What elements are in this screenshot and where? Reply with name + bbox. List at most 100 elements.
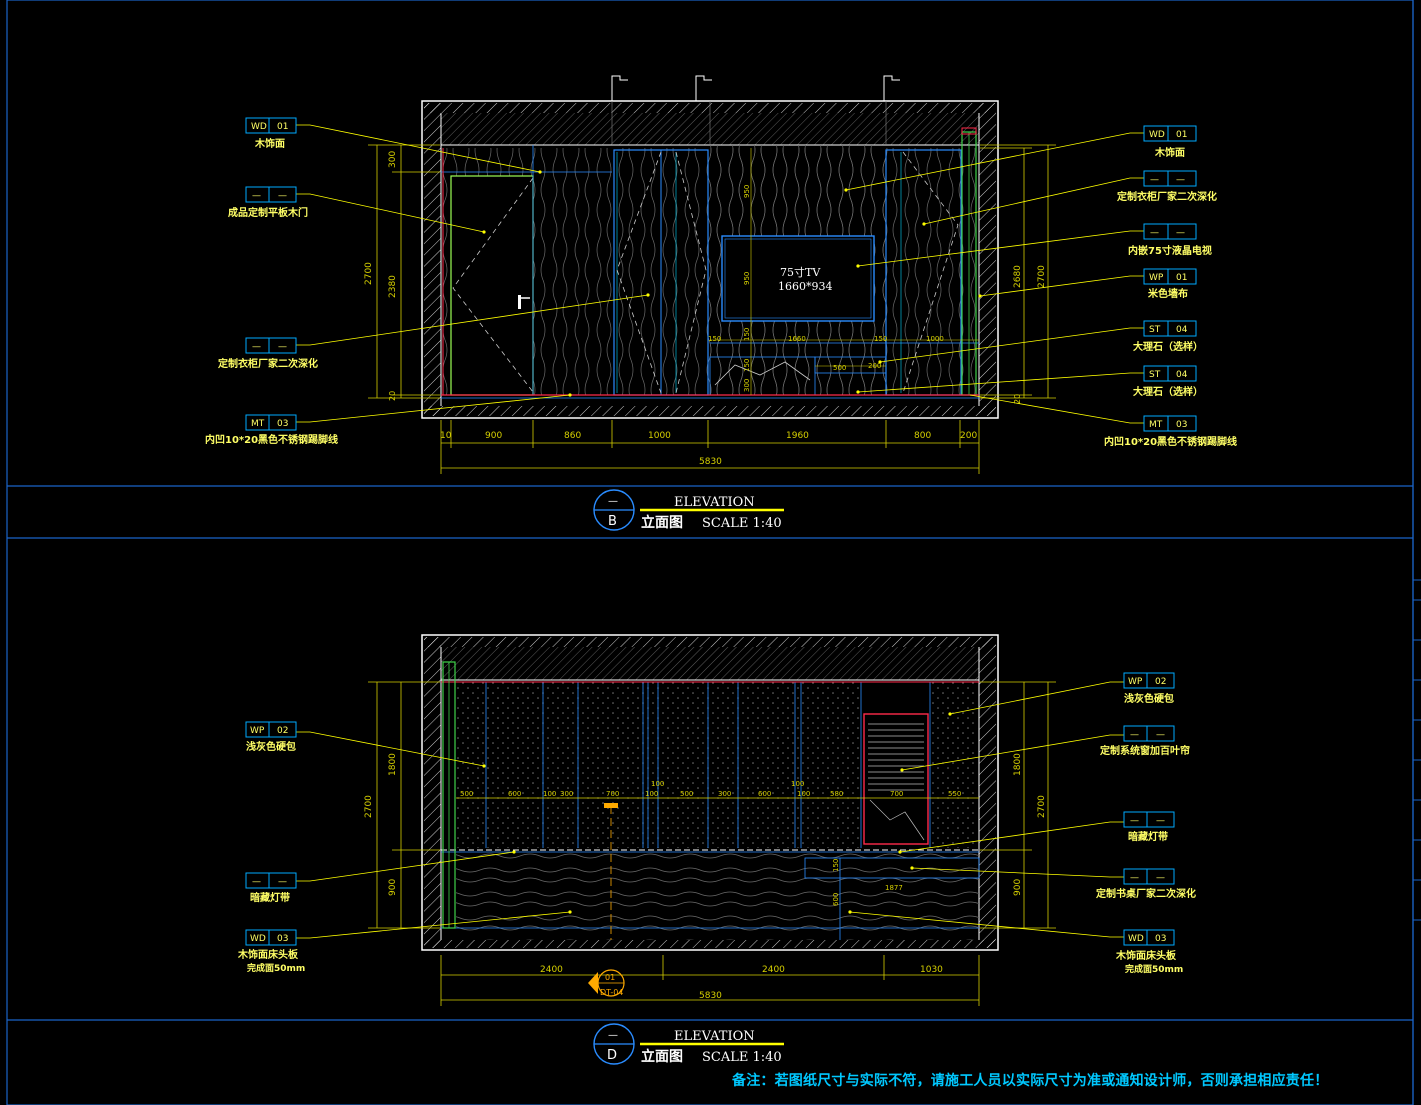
svg-text:—: — <box>1156 873 1165 883</box>
callout-label: 木饰面床头板 <box>237 948 299 961</box>
svg-text:—: — <box>1130 816 1139 826</box>
svg-text:—: — <box>1150 228 1159 238</box>
svg-text:900: 900 <box>388 879 398 896</box>
svg-text:150: 150 <box>874 335 887 343</box>
svg-text:500: 500 <box>460 790 473 798</box>
elevation-b-left-dims <box>368 144 440 399</box>
svg-text:03: 03 <box>1155 934 1166 944</box>
tv-title: 75寸TV <box>780 265 821 279</box>
svg-text:200: 200 <box>868 362 881 370</box>
svg-text:900: 900 <box>485 431 502 441</box>
callout-label: 木饰面 <box>254 137 285 150</box>
elevation-b-letter: B <box>608 514 617 529</box>
disclaimer-note: 备注：若图纸尺寸与实际不符，请施工人员以实际尺寸为准或通知设计师，否则承担相应责… <box>732 1073 1329 1089</box>
callout-label: 定制系统窗加百叶帘 <box>1100 744 1190 757</box>
svg-text:—: — <box>1156 816 1165 826</box>
callout-label: 米色墙布 <box>1148 287 1188 300</box>
elevation-d-left-dims <box>368 681 440 929</box>
svg-text:1000: 1000 <box>648 431 671 441</box>
callout-label: 成品定制平板木门 <box>228 206 308 219</box>
svg-text:—: — <box>608 496 618 507</box>
svg-text:200: 200 <box>960 431 977 441</box>
callout-tag: — — 暗藏灯带 <box>1123 811 1175 843</box>
upholstered-wall <box>456 682 861 848</box>
elevation-b-title: — B ELEVATION 立面图 SCALE 1:40 <box>593 489 784 531</box>
svg-text:580: 580 <box>830 790 843 798</box>
elevation-d-total-dim: 5830 <box>699 991 722 1001</box>
svg-text:800: 800 <box>914 431 931 441</box>
svg-text:WP: WP <box>1128 677 1143 687</box>
svg-text:100: 100 <box>791 780 804 788</box>
desk <box>804 857 980 879</box>
svg-text:03: 03 <box>1176 420 1187 430</box>
callout-tag: —— 成品定制平板木门 <box>228 186 308 219</box>
callout-label: 暗藏灯带 <box>1128 830 1168 843</box>
section-tag: 01 DT-04 <box>588 969 625 997</box>
callout-tag: —— 定制书桌厂家二次深化 <box>1096 868 1196 900</box>
svg-text:700: 700 <box>606 790 619 798</box>
svg-text:150: 150 <box>832 859 840 872</box>
svg-text:WD: WD <box>1149 130 1165 140</box>
callout-label: 定制衣柜厂家二次深化 <box>1117 190 1217 203</box>
callout-label: 浅灰色硬包 <box>246 740 296 753</box>
svg-text:02: 02 <box>277 726 288 736</box>
svg-text:950: 950 <box>743 185 751 198</box>
svg-text:—: — <box>278 191 287 201</box>
svg-text:1660: 1660 <box>788 335 806 343</box>
elevation-d-right-leaders <box>849 681 1124 938</box>
svg-text:01: 01 <box>605 973 615 982</box>
svg-text:02: 02 <box>1155 677 1166 687</box>
callout-label: 暗藏灯带 <box>250 891 290 904</box>
svg-text:—: — <box>1150 175 1159 185</box>
elevation-b-cn-title: 立面图 <box>641 514 683 531</box>
svg-text:10: 10 <box>440 431 452 441</box>
svg-text:WD: WD <box>251 122 267 132</box>
svg-text:1800: 1800 <box>388 753 398 776</box>
callout-tag: — — 内嵌75寸液晶电视 <box>1128 223 1212 257</box>
svg-text:2700: 2700 <box>1037 795 1047 818</box>
svg-text:—: — <box>278 877 287 887</box>
svg-text:300: 300 <box>743 379 751 392</box>
callout-label: 内嵌75寸液晶电视 <box>1128 244 1212 257</box>
svg-text:150: 150 <box>743 359 751 372</box>
svg-text:600: 600 <box>832 893 840 906</box>
elevation-d-heading: ELEVATION <box>674 1029 755 1044</box>
svg-text:900: 900 <box>1013 879 1023 896</box>
svg-text:04: 04 <box>1176 325 1188 335</box>
svg-text:2700: 2700 <box>364 262 374 285</box>
svg-text:WD: WD <box>250 934 266 944</box>
svg-text:20: 20 <box>388 391 397 401</box>
callout-label: 木饰面床头板 <box>1115 949 1177 962</box>
svg-text:500: 500 <box>680 790 693 798</box>
svg-text:550: 550 <box>948 790 961 798</box>
elevation-b-left-leaders <box>296 124 649 423</box>
svg-text:01: 01 <box>1176 273 1187 283</box>
svg-text:100: 100 <box>543 790 556 798</box>
elevation-d-letter: D <box>607 1048 617 1063</box>
svg-text:—: — <box>1130 730 1139 740</box>
svg-text:—: — <box>252 342 261 352</box>
callout-label: 定制衣柜厂家二次深化 <box>218 357 318 370</box>
elevation-d-left-leaders <box>296 731 571 939</box>
callout-tag: —— 定制系统窗加百叶帘 <box>1100 725 1190 757</box>
svg-text:WD: WD <box>1128 934 1144 944</box>
svg-text:2700: 2700 <box>1037 265 1047 288</box>
svg-text:ST: ST <box>1149 370 1161 380</box>
elevation-b-scale: SCALE 1:40 <box>702 516 782 531</box>
elevation-d-title: — D ELEVATION 立面图 SCALE 1:40 <box>593 1023 784 1065</box>
door-handle <box>518 295 521 309</box>
svg-text:—: — <box>1176 228 1185 238</box>
callout-label: 内凹10*20黑色不锈钢踢脚线 <box>205 433 338 446</box>
